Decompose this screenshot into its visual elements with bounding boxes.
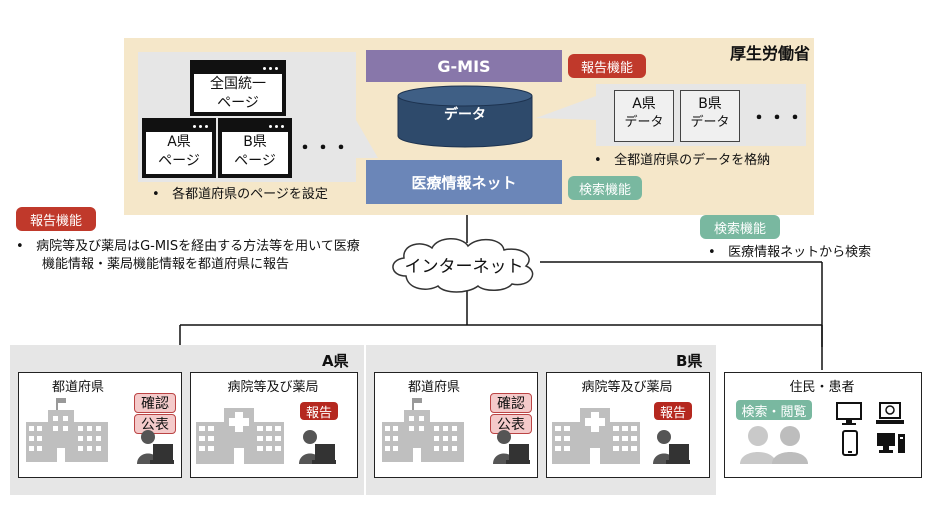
browse-badge: 検索・閲覧: [736, 400, 812, 420]
data-note: • 全都道府県のデータを格納: [594, 152, 770, 169]
a-page-line2: ページ: [146, 151, 212, 170]
data-more: ・・・: [750, 104, 804, 130]
monitor-icon: [836, 402, 862, 426]
region-b-prefecture-title: 都道府県: [374, 376, 494, 395]
b-page-line2: ページ: [222, 151, 288, 170]
ministry-label: 厚生労働省: [730, 40, 810, 64]
report-note-line2: 機能情報・薬局機能情報を都道府県に報告: [42, 256, 289, 273]
b-data-line1: B県: [681, 91, 739, 114]
b-page-card: B県 ページ: [218, 118, 292, 178]
search-note: • 医療情報ネットから検索: [708, 244, 871, 261]
desktop-computer-icon: [876, 432, 906, 454]
hospital-icon: [196, 402, 286, 464]
national-page-card: 全国統一 ページ: [190, 60, 286, 116]
database-label: データ: [396, 104, 534, 124]
region-a-facility-title: 病院等及び薬局: [190, 376, 356, 395]
elderly-people-icon: [738, 422, 810, 464]
region-a-confirm-badge: 確認: [134, 393, 176, 413]
person-at-computer-icon: [136, 428, 176, 468]
person-at-computer-icon: [652, 428, 692, 468]
b-page-line1: B県: [222, 132, 288, 151]
region-a-prefecture-title: 都道府県: [18, 376, 138, 395]
data-panel-pointer: [536, 96, 596, 126]
pages-note: • 各都道府県のページを設定: [152, 186, 328, 203]
smartphone-icon: [842, 430, 858, 456]
gmis-block: G-MIS: [366, 50, 562, 82]
b-data-card: B県 データ: [680, 90, 740, 142]
a-data-line2: データ: [615, 114, 673, 132]
report-function-badge: 報告機能: [16, 207, 96, 231]
national-page-line2: ページ: [194, 93, 282, 112]
person-at-computer-icon: [492, 428, 532, 468]
region-a-report-badge: 報告: [300, 402, 338, 420]
residents-title: 住民・患者: [724, 376, 920, 395]
medical-info-network: 医療情報ネット: [366, 160, 562, 204]
region-b-report-badge: 報告: [654, 402, 692, 420]
person-at-computer-icon: [298, 428, 338, 468]
network-search-badge: 検索機能: [568, 176, 642, 200]
region-b-facility-title: 病院等及び薬局: [546, 376, 708, 395]
search-function-badge: 検索機能: [700, 215, 780, 239]
national-page-line1: 全国統一: [194, 74, 282, 93]
a-page-line1: A県: [146, 132, 212, 151]
a-data-line1: A県: [615, 91, 673, 114]
a-page-card: A県 ページ: [142, 118, 216, 178]
a-data-card: A県 データ: [614, 90, 674, 142]
pages-more: ・・・: [296, 134, 350, 160]
report-note: • 病院等及び薬局はG-MISを経由する方法等を用いて医療: [16, 238, 360, 255]
hospital-icon: [552, 402, 642, 464]
laptop-globe-icon: [876, 402, 904, 426]
internet-label: インターネット: [384, 252, 544, 277]
region-a-label: A県: [322, 350, 349, 371]
government-building-icon: [26, 398, 110, 464]
gmis-report-badge: 報告機能: [568, 54, 646, 78]
b-data-line2: データ: [681, 114, 739, 132]
region-b-label: B県: [676, 350, 702, 371]
region-b-confirm-badge: 確認: [490, 393, 532, 413]
government-building-icon: [382, 398, 466, 464]
pages-panel-pointer: [356, 120, 378, 160]
